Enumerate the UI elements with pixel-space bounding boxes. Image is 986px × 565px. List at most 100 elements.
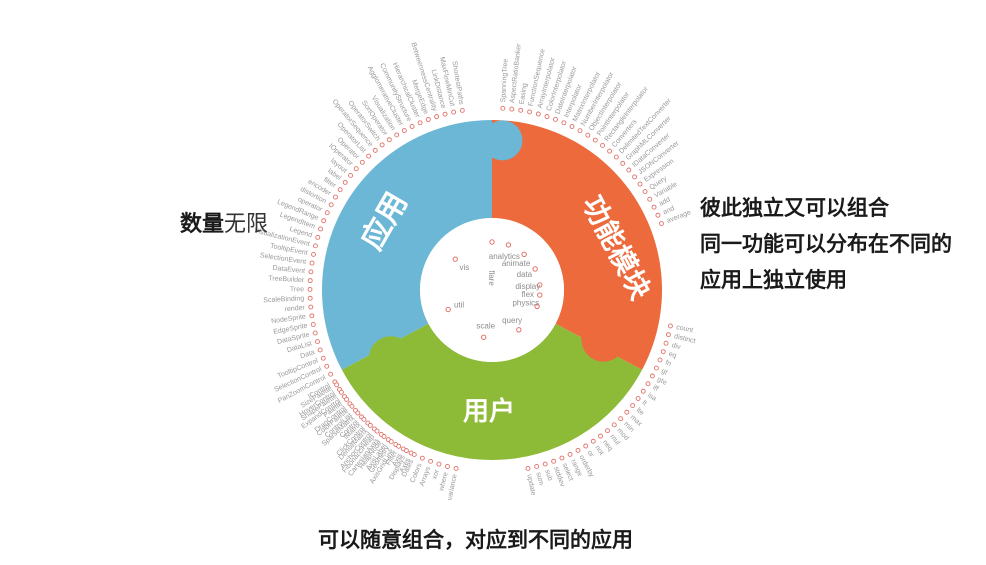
outer-leaf-dot	[425, 117, 431, 122]
left-caption-rest: 无限	[224, 212, 269, 237]
outer-leaf-label: gt	[660, 368, 668, 377]
outer-leaf-dot	[428, 458, 434, 464]
inner-node-label: physics	[512, 298, 539, 307]
outer-leaf-dot	[642, 189, 648, 194]
outer-leaf-dot	[567, 451, 573, 457]
outer-leaf-dot	[637, 181, 643, 187]
inner-node: physics	[512, 298, 540, 310]
outer-leaf-dot	[381, 434, 387, 439]
outer-leaf-dot	[534, 463, 540, 469]
inner-node-label: flare	[487, 270, 496, 286]
outer-leaf-dot	[315, 339, 320, 345]
inner-node-dot	[537, 282, 543, 288]
outer-leaf-label: where	[438, 471, 450, 492]
outer-leaf-label: iff	[651, 384, 659, 393]
outer-leaf-dot	[605, 428, 610, 434]
center-hole	[420, 218, 564, 362]
outer-leaf-dot	[312, 243, 318, 249]
outer-leaf-dot	[401, 128, 407, 133]
outer-leaf-label: NodeSprite	[271, 313, 307, 325]
outer-leaf-dot	[657, 357, 663, 363]
outer-leaf-label: and	[662, 205, 676, 216]
outer-leaf-label: render	[284, 304, 305, 313]
outer-leaf-dot	[353, 166, 359, 172]
inner-node-dot	[534, 303, 540, 310]
outer-leaf-dot	[320, 355, 326, 361]
outer-leaf-label: not	[593, 444, 604, 456]
outer-leaf-dot	[309, 313, 315, 319]
outer-leaf-dot	[355, 410, 361, 416]
outer-leaf-label: xor	[431, 468, 441, 480]
inner-node-label: display	[515, 282, 540, 291]
outer-leaf-dot	[318, 226, 323, 232]
outer-leaf-dot	[409, 124, 415, 129]
outer-leaf-dot	[535, 111, 541, 117]
outer-leaf-dot	[551, 458, 557, 464]
user-segment-label: 用户	[463, 396, 515, 427]
inner-node: display	[515, 282, 543, 291]
outer-leaf-dot	[598, 433, 603, 439]
right-caption-line-3: 应用上独立使用	[700, 268, 847, 292]
outer-leaf-dot	[334, 382, 340, 388]
outer-leaf-dot	[328, 371, 334, 377]
outer-leaf-label: SpanningTree	[500, 58, 510, 102]
outer-leaf-dot	[544, 114, 550, 119]
outer-leaf-dot	[434, 114, 440, 120]
outer-leaf-dot	[635, 396, 641, 401]
outer-leaf-dot	[500, 105, 506, 111]
outer-leaf-dot	[561, 120, 567, 126]
user-puzzle-tab	[368, 336, 413, 381]
app-puzzle-tab	[482, 120, 523, 161]
outer-leaf-dot	[417, 120, 423, 126]
outer-leaf-dot	[321, 218, 327, 224]
outer-leaf-dot	[600, 142, 606, 148]
outer-leaf-dot	[396, 443, 402, 449]
outer-leaf-label: gte	[656, 376, 668, 387]
outer-leaf-label: or	[586, 450, 596, 460]
inner-node: animate	[502, 251, 531, 268]
inner-node-label: vis	[460, 263, 470, 272]
outer-leaf-dot	[451, 109, 457, 115]
outer-leaf-dot	[645, 381, 651, 387]
outer-leaf-dot	[308, 269, 314, 275]
outer-leaf-label: add	[658, 196, 672, 208]
outer-leaf-dot	[394, 132, 400, 138]
function-segment	[492, 120, 662, 370]
outer-leaf-dot	[309, 260, 315, 266]
outer-leaf-dot	[647, 196, 653, 202]
user-segment	[341, 323, 643, 461]
outer-leaf-dot	[411, 452, 417, 458]
outer-leaf-label: eq	[668, 351, 678, 360]
outer-leaf-dot	[658, 221, 664, 226]
outer-leaf-label: count	[676, 324, 694, 334]
outer-leaf-dot	[559, 455, 565, 461]
outer-leaf-dot	[442, 111, 448, 117]
outer-leaf-label: lt	[641, 400, 648, 408]
outer-leaf-dot	[660, 349, 666, 355]
app-segment	[321, 120, 492, 370]
outer-leaf-dot	[667, 323, 673, 329]
outer-leaf-dot	[366, 153, 372, 159]
outer-leaf-label: update	[525, 474, 536, 496]
outer-leaf-dot	[590, 438, 596, 444]
outer-leaf-dot	[324, 363, 330, 369]
outer-leaf-label: lte	[635, 407, 645, 417]
outer-leaf-dot	[342, 179, 348, 185]
outer-leaf-dot	[665, 332, 671, 338]
outer-leaf-dot	[374, 428, 380, 434]
outer-leaf-dot	[315, 234, 321, 240]
outer-leaf-dot	[583, 443, 589, 449]
outer-leaf-label: DataEvent	[272, 265, 305, 275]
outer-leaf-dot	[307, 295, 313, 301]
outer-leaf-dot	[348, 172, 354, 178]
outer-leaf-dot	[649, 373, 655, 379]
inner-node: flare	[487, 239, 496, 286]
outer-leaf-dot	[630, 403, 636, 408]
outer-leaf-dot	[640, 388, 646, 394]
outer-leaf-dot	[349, 403, 355, 409]
inner-node-dot	[480, 334, 487, 340]
outer-leaf-dot	[445, 464, 450, 469]
inner-node-label: scale	[476, 321, 495, 330]
